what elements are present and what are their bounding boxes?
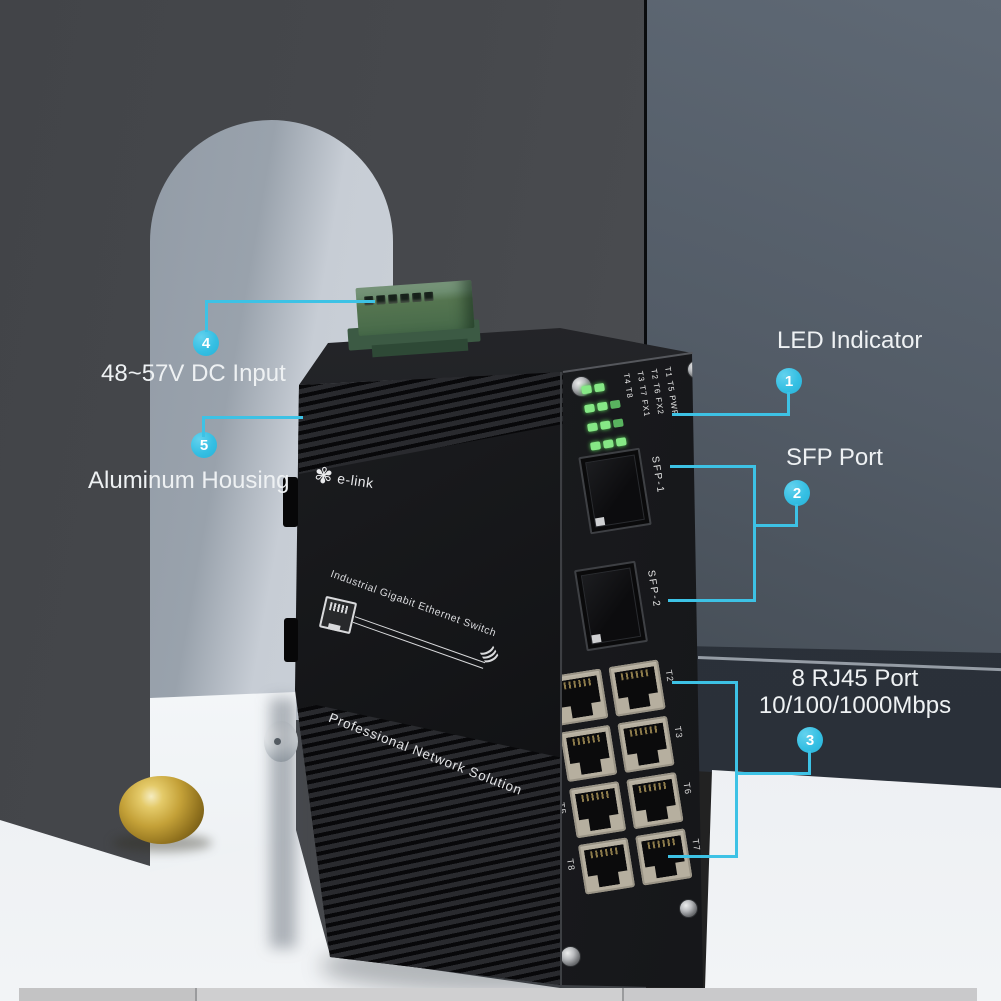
callout-line bbox=[787, 392, 790, 416]
callout-line bbox=[205, 300, 208, 332]
screw-icon bbox=[679, 899, 698, 918]
callout-line bbox=[672, 413, 790, 416]
rj45-port bbox=[561, 724, 618, 783]
thumbnail[interactable] bbox=[19, 988, 195, 1001]
rj45-port bbox=[608, 659, 666, 717]
device-side-shadow bbox=[270, 698, 296, 948]
sfp-port-2 bbox=[573, 560, 649, 652]
rj45-port bbox=[617, 715, 675, 773]
white-knob bbox=[264, 721, 298, 762]
callout-housing-label: Aluminum Housing bbox=[88, 467, 290, 494]
callout-led-label: LED Indicator bbox=[777, 327, 923, 354]
callout-dc-label: 48~57V DC Input bbox=[101, 360, 286, 387]
port-label: T3 bbox=[672, 725, 685, 740]
rj45-connector-icon bbox=[318, 595, 358, 635]
callout-line bbox=[668, 599, 756, 602]
callout-sfp-label: SFP Port bbox=[786, 444, 883, 471]
port-label: T6 bbox=[681, 781, 694, 796]
thumbnail[interactable] bbox=[624, 988, 977, 1001]
port-label: T8 bbox=[565, 857, 577, 872]
callout-line bbox=[753, 465, 756, 602]
flower-logo-icon: ✾ bbox=[312, 461, 335, 490]
callout-led-badge: 1 bbox=[776, 368, 802, 394]
led-label: T4 T8 bbox=[621, 372, 635, 400]
callout-rj45-line2: 10/100/1000Mbps bbox=[758, 692, 952, 719]
thumbnail[interactable] bbox=[197, 988, 622, 1001]
din-rail-clip bbox=[283, 477, 298, 527]
callout-line bbox=[205, 300, 375, 303]
led-label: T2 T6 FX2 bbox=[649, 368, 666, 416]
rj45-port bbox=[626, 772, 684, 830]
callout-line bbox=[202, 416, 303, 419]
sfp-2-label: SFP-2 bbox=[645, 569, 662, 609]
din-rail-clip bbox=[284, 618, 298, 662]
callout-line bbox=[735, 772, 811, 775]
right-wall bbox=[646, 0, 1001, 680]
led-label: T3 T7 FX1 bbox=[635, 370, 652, 418]
thumbnail-strip bbox=[19, 988, 977, 1001]
brand-logo: ✾ e-link bbox=[312, 461, 375, 494]
rj45-port bbox=[577, 837, 636, 895]
callout-line bbox=[735, 681, 738, 858]
screw-icon bbox=[561, 946, 581, 967]
led-label: T1 T5 PWR bbox=[663, 366, 680, 418]
dc-terminal-block bbox=[355, 280, 475, 336]
rj45-port-grid: T1 T4 T5 T8 T2 T3 T6 T7 bbox=[561, 658, 703, 936]
callout-line bbox=[202, 416, 205, 437]
brand-name: e-link bbox=[336, 470, 375, 492]
sfp-port-1 bbox=[578, 447, 652, 535]
wall-corner-line bbox=[644, 0, 647, 362]
callout-line bbox=[808, 751, 811, 775]
gold-egg bbox=[119, 776, 204, 844]
callout-rj45-line1: 8 RJ45 Port bbox=[791, 665, 919, 692]
knob-dot bbox=[274, 738, 281, 745]
rj45-port bbox=[569, 781, 627, 839]
device-front-edge bbox=[560, 372, 562, 985]
callout-dc-badge: 4 bbox=[193, 330, 219, 356]
callout-line bbox=[753, 524, 798, 527]
callout-rj45-badge: 3 bbox=[797, 727, 823, 753]
callout-housing-badge: 5 bbox=[191, 432, 217, 458]
callout-rj45-label: 8 RJ45 Port 10/100/1000Mbps bbox=[755, 665, 955, 719]
callout-line bbox=[795, 504, 798, 527]
callout-line bbox=[670, 465, 756, 468]
port-label: T7 bbox=[690, 838, 703, 852]
callout-sfp-badge: 2 bbox=[784, 480, 810, 506]
callout-line bbox=[672, 681, 738, 684]
callout-line bbox=[668, 855, 738, 858]
